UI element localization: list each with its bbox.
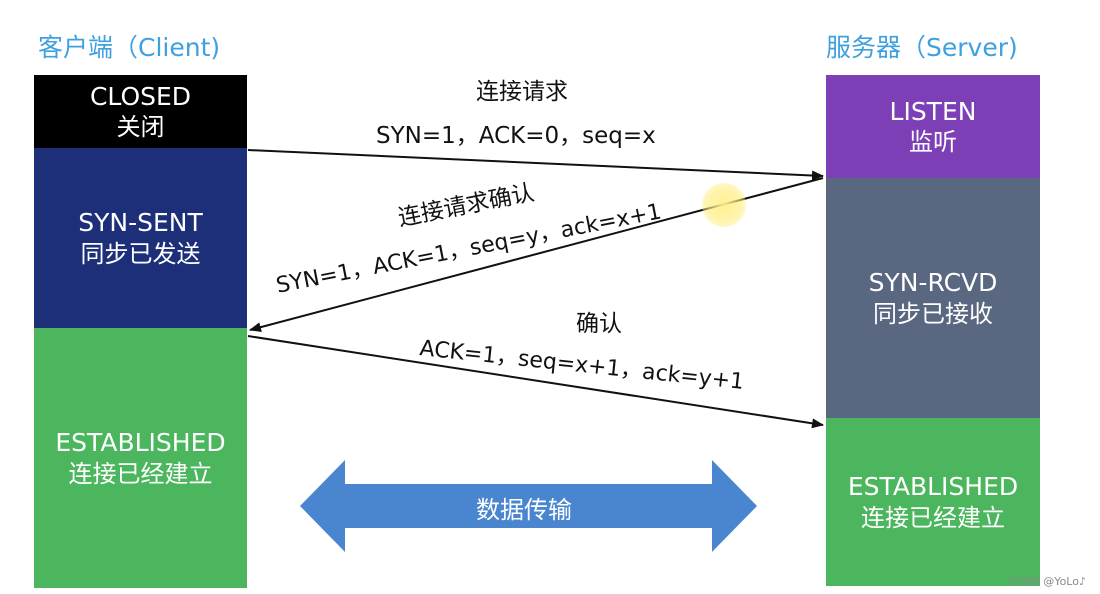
state-en-label: SYN-SENT bbox=[78, 208, 203, 238]
server-state-syn-rcvd: SYN-RCVD 同步已接收 bbox=[826, 178, 1040, 418]
client-title: 客户端（Client) bbox=[38, 33, 221, 62]
state-en-label: ESTABLISHED bbox=[847, 472, 1019, 502]
ack-arrow bbox=[247, 335, 824, 429]
state-en-label: LISTEN bbox=[889, 96, 977, 126]
server-state-listen: LISTEN 监听 bbox=[826, 75, 1040, 178]
request-title: 连接请求 bbox=[476, 79, 568, 105]
request-fields: SYN=1，ACK=0，seq=x bbox=[376, 123, 656, 149]
request-arrow bbox=[247, 149, 824, 181]
state-cn-label: 监听 bbox=[909, 128, 957, 157]
data-transfer-arrow bbox=[300, 460, 757, 552]
state-en-label: ESTABLISHED bbox=[55, 428, 226, 458]
state-en-label: SYN-RCVD bbox=[868, 268, 998, 298]
server-state-established: ESTABLISHED 连接已经建立 bbox=[826, 418, 1040, 586]
client-state-closed: CLOSED 关闭 bbox=[34, 75, 247, 148]
client-state-syn-sent: SYN-SENT 同步已发送 bbox=[34, 148, 247, 328]
state-cn-label: 同步已发送 bbox=[80, 239, 201, 268]
state-cn-label: 同步已接收 bbox=[873, 299, 993, 328]
watermark: CSDN @YoLo♪ bbox=[1008, 575, 1086, 588]
state-cn-label: 关闭 bbox=[116, 113, 165, 142]
state-cn-label: 连接已经建立 bbox=[68, 459, 213, 488]
state-en-label: CLOSED bbox=[89, 81, 192, 111]
cursor-highlight bbox=[702, 183, 746, 227]
client-state-established: ESTABLISHED 连接已经建立 bbox=[34, 328, 247, 588]
server-title: 服务器（Server) bbox=[826, 33, 1018, 62]
data-transfer-label: 数据传输 bbox=[476, 496, 572, 524]
state-cn-label: 连接已经建立 bbox=[861, 503, 1005, 532]
ack-title: 确认 bbox=[576, 311, 622, 337]
